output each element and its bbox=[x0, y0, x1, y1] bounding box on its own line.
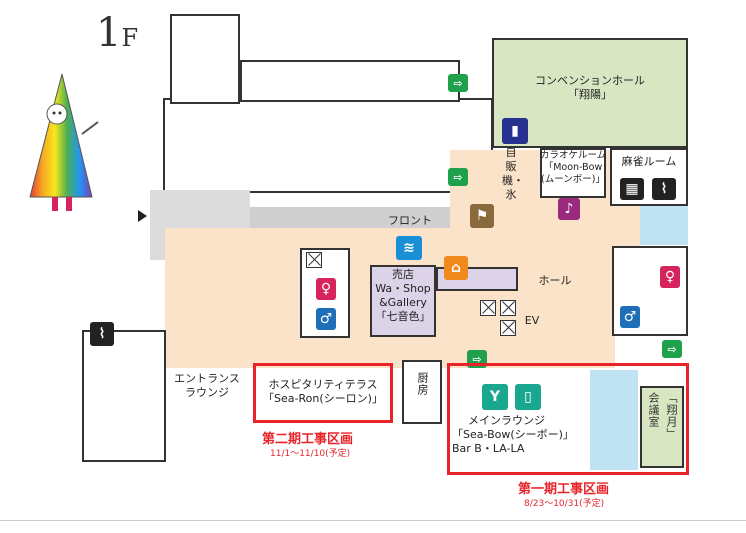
exit-sign-icon: ⇨ bbox=[448, 74, 468, 92]
north-block-2 bbox=[240, 60, 460, 102]
cocktail-icon: Y bbox=[482, 384, 508, 410]
north-tower bbox=[170, 14, 240, 104]
north-wing bbox=[163, 98, 493, 193]
bridge-corridor bbox=[250, 207, 460, 229]
phase2-title: 第二期工事区画 bbox=[262, 432, 354, 447]
mahjong-icon: ▦ bbox=[620, 178, 644, 200]
restroom-male-icon: ♂ bbox=[620, 306, 640, 328]
floor-number: 1F bbox=[96, 10, 139, 56]
shop-label: 売店 Wa・Shop &Gallery 「七音色」 bbox=[375, 268, 431, 323]
phase2-dates: 11/1〜11/10(予定) bbox=[270, 449, 351, 459]
elevator-2 bbox=[500, 300, 516, 316]
phase2-construction-area bbox=[253, 363, 393, 423]
meeting-room-label: 会議室 「翔月」 bbox=[647, 392, 678, 440]
front-desk-icon: ⚑ bbox=[470, 204, 494, 228]
smoking-area-icon: ⌇ bbox=[90, 322, 114, 346]
shop-room bbox=[370, 265, 436, 337]
elevator-label: EV bbox=[524, 314, 540, 327]
mahjong-room-label: 麻雀ルーム bbox=[621, 155, 677, 168]
smoking-area-icon: ⌇ bbox=[652, 178, 676, 200]
hospitality-terrace-label: ホスピタリティテラス 「Sea-Ron(シーロン)」 bbox=[263, 378, 383, 405]
phase1-dates: 8/23〜10/31(予定) bbox=[524, 499, 605, 509]
convention-hall-label: コンベンションホール 「翔陽」 bbox=[535, 74, 645, 101]
elevator-1 bbox=[480, 300, 496, 316]
restroom-female-icon: ♀ bbox=[660, 266, 680, 288]
mascot-rainbow-character bbox=[29, 73, 99, 211]
kitchen-label: 厨房 bbox=[416, 372, 429, 396]
exit-sign-icon: ⇨ bbox=[662, 340, 682, 358]
water-feature-lounge bbox=[590, 370, 638, 470]
vending-label: 自 販 機・ 氷 bbox=[502, 146, 524, 201]
karaoke-note-icon: ♪ bbox=[558, 198, 580, 220]
west-wing bbox=[82, 330, 166, 462]
restroom-female-icon: ♀ bbox=[316, 278, 336, 300]
restroom-male-icon: ♂ bbox=[316, 308, 336, 330]
entrance-arrow-icon bbox=[138, 210, 147, 222]
bottom-divider bbox=[0, 520, 746, 521]
kitchen-room bbox=[402, 360, 442, 424]
entrance-lounge-label: エントランス ラウンジ bbox=[174, 372, 240, 399]
elevator-3 bbox=[500, 320, 516, 336]
hall-label: ホール bbox=[538, 274, 572, 287]
main-lounge-label: メインラウンジ 「Sea-Bow(シーボー)」 Bar B・LA-LA bbox=[452, 414, 574, 455]
meeting-room bbox=[640, 386, 684, 468]
phase1-construction-area bbox=[447, 363, 689, 475]
phase1-title: 第一期工事区画 bbox=[518, 482, 610, 497]
karaoke-room-label: カラオケルーム 「Moon-Bow (ムーンボー)」 bbox=[540, 150, 607, 185]
front-desk-label: フロント bbox=[388, 214, 432, 227]
exit-sign-icon: ⇨ bbox=[448, 168, 468, 186]
karaoke-room bbox=[540, 148, 606, 198]
soft-drink-icon: ▯ bbox=[515, 384, 541, 410]
restroom-column bbox=[306, 252, 322, 268]
vending-machine-icon: ▮ bbox=[502, 118, 528, 144]
shop-gift-icon: ⌂ bbox=[444, 256, 468, 280]
wifi-icon: ≋ bbox=[396, 236, 422, 260]
